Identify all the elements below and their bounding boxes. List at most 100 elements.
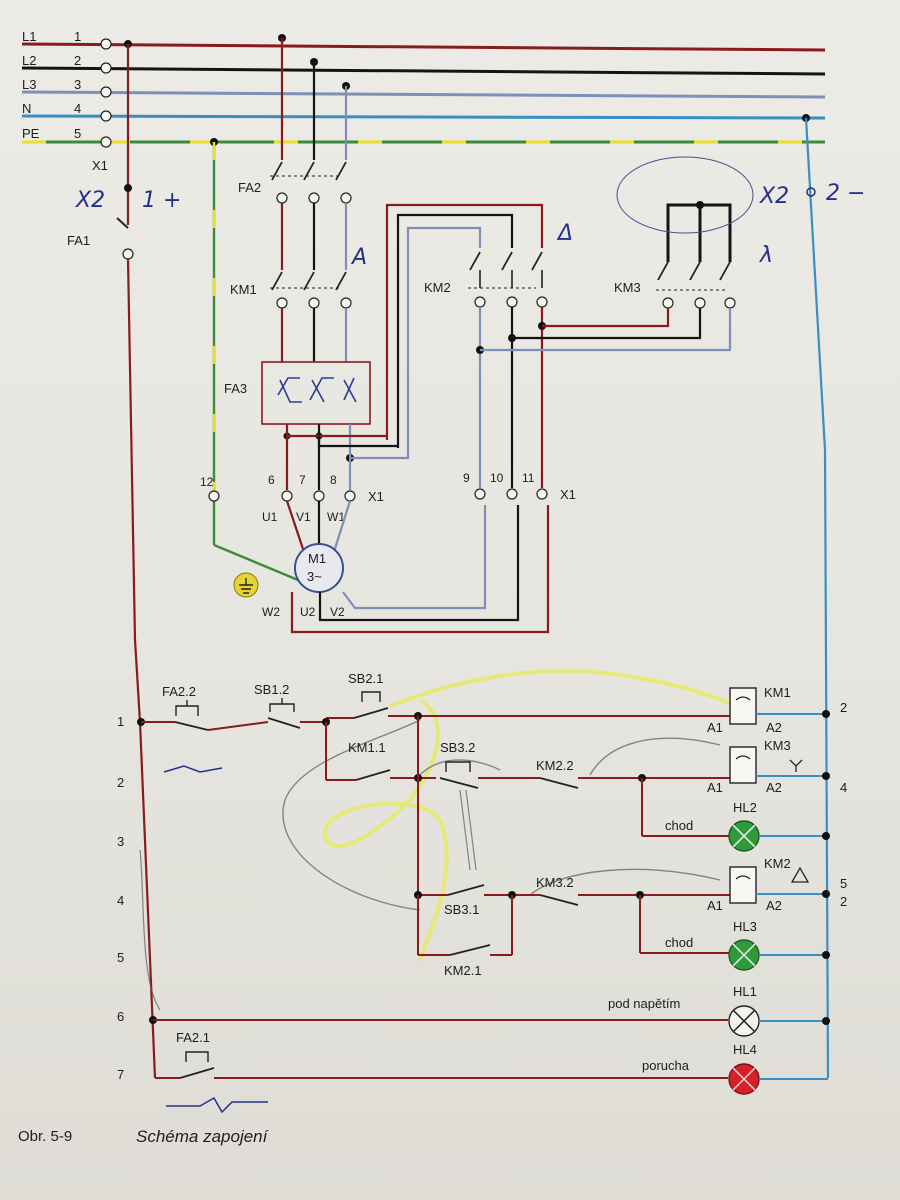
hand-a-mark: A <box>350 245 367 270</box>
label-pod-napetim: pod napětím <box>608 996 680 1011</box>
supply-terminals: X1 <box>92 38 112 173</box>
label-n: N <box>22 101 31 116</box>
label-num-3: 3 <box>74 77 81 92</box>
hand-star-mark: λ <box>759 243 773 268</box>
wire-control-phase-2 <box>133 639 142 723</box>
km1-contactor: KM1 <box>230 203 352 309</box>
label-sb2-1: SB2.1 <box>348 671 383 686</box>
right-num-c: 5 <box>840 876 847 891</box>
label-l2: L2 <box>22 53 36 68</box>
hand-delta-mark: Δ <box>556 221 573 246</box>
label-chod-2: chod <box>665 935 693 950</box>
row-4: 4 <box>117 893 124 908</box>
motor-terminals-a: 6 7 8 X1 U1 V1 W1 <box>262 473 384 556</box>
label-x1-motor: X1 <box>368 489 384 504</box>
busbar-l2 <box>21 66 826 76</box>
label-u1: U1 <box>262 510 278 524</box>
node-x2 <box>124 184 132 192</box>
label-km3: KM3 <box>614 280 641 295</box>
label-a1-km3: A1 <box>707 780 723 795</box>
busbar-l1 <box>21 42 826 52</box>
label-coil-km2: KM2 <box>764 856 791 871</box>
row-5: 5 <box>117 950 124 965</box>
caption-title: Schéma zapojení <box>136 1127 270 1146</box>
coils: KM1 KM3 KM2 A1 A2 A1 A2 A1 A2 <box>707 685 830 913</box>
label-sb3-1: SB3.1 <box>444 902 479 917</box>
label-a2-km1: A2 <box>766 720 782 735</box>
label-hl1: HL1 <box>733 984 757 999</box>
control-rows: 1 2 3 4 5 6 7 <box>117 714 124 1082</box>
label-km3-2: KM3.2 <box>536 875 574 890</box>
row-7: 7 <box>117 1067 124 1082</box>
right-numbers: 2 4 5 2 <box>840 700 847 909</box>
coil-km3 <box>729 746 757 784</box>
label-num-4: 4 <box>74 101 81 116</box>
label-sb3-2: SB3.2 <box>440 740 475 755</box>
label-sb1-2: SB1.2 <box>254 682 289 697</box>
row-2: 2 <box>117 775 124 790</box>
label-fa2: FA2 <box>238 180 261 195</box>
label-w1: W1 <box>327 510 345 524</box>
label-t10: 10 <box>490 471 504 485</box>
label-km1-1: KM1.1 <box>348 740 386 755</box>
label-km2-1: KM2.1 <box>444 963 482 978</box>
wire-n-rail <box>804 117 827 451</box>
right-num-b: 4 <box>840 780 847 795</box>
label-t9: 9 <box>463 471 470 485</box>
right-num-a: 2 <box>840 700 847 715</box>
delta-wiring <box>287 203 544 460</box>
label-t8: 8 <box>330 473 337 487</box>
label-km1: KM1 <box>230 282 257 297</box>
label-pe: PE <box>22 126 40 141</box>
label-l3: L3 <box>22 77 36 92</box>
terminal-x1-1 <box>100 38 112 50</box>
pe-conductor: 12 <box>200 138 299 598</box>
row-6: 6 <box>117 1009 124 1024</box>
control-row-6-7: pod napětím FA2.1 porucha <box>149 996 728 1079</box>
label-t7: 7 <box>299 473 306 487</box>
fa1-contact <box>116 217 129 229</box>
busbar-n <box>21 114 826 120</box>
label-km2: KM2 <box>424 280 451 295</box>
hand-one-plus: 1 + <box>142 188 181 213</box>
terminal-x1-3 <box>100 86 112 98</box>
label-hl4: HL4 <box>733 1042 757 1057</box>
label-a1-km2: A1 <box>707 898 723 913</box>
terminal-x1-4 <box>100 110 112 122</box>
km3-contactor: KM3 <box>480 201 736 352</box>
control-row-2: KM1.1 SB3.2 KM2.2 <box>326 716 730 895</box>
hand-two-minus: 2 − <box>826 181 865 206</box>
coil-km2 <box>729 866 757 904</box>
right-num-d: 2 <box>840 894 847 909</box>
label-motor-type: 3~ <box>307 569 322 584</box>
label-a2-km2: A2 <box>766 898 782 913</box>
caption-figure: Obr. 5-9 <box>18 1128 72 1145</box>
label-coil-km3: KM3 <box>764 738 791 753</box>
label-num-5: 5 <box>74 126 81 141</box>
row-3: 3 <box>117 834 124 849</box>
terminal-x1-5 <box>100 136 112 148</box>
fa1-terminal <box>122 248 134 260</box>
control-row-4: SB3.1 KM3.2 KM2.1 <box>414 875 730 978</box>
label-a2-km3: A2 <box>766 780 782 795</box>
row-1: 1 <box>117 714 124 729</box>
figure-caption: Obr. 5-9 Schéma zapojení <box>18 765 270 1146</box>
label-km2-2: KM2.2 <box>536 758 574 773</box>
label-w2: W2 <box>262 605 280 619</box>
line-labels: L1 L2 L3 N PE 1 2 3 4 5 <box>22 29 81 141</box>
hand-x2-left: X2 <box>75 188 105 213</box>
terminal-x1-2 <box>100 62 112 74</box>
pencil-marks <box>139 719 721 1011</box>
handwritten-notes-top: X2 1 + X2 2 − A Δ λ <box>75 156 865 270</box>
label-porucha: porucha <box>642 1058 690 1073</box>
label-v1: V1 <box>296 510 311 524</box>
label-t12: 12 <box>200 475 214 489</box>
control-row-1: FA2.2 SB1.2 SB2.1 <box>137 671 730 780</box>
label-l1: L1 <box>22 29 36 44</box>
label-hl2: HL2 <box>733 800 757 815</box>
label-fa2-1: FA2.1 <box>176 1030 210 1045</box>
label-a1-km1: A1 <box>707 720 723 735</box>
label-t11: 11 <box>522 471 535 485</box>
fa2-breaker: FA2 <box>238 34 352 204</box>
